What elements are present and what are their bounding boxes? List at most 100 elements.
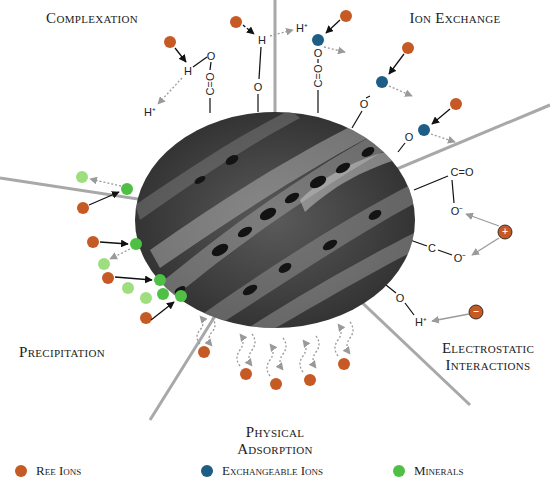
complexation-ions — [158, 16, 293, 104]
binding-arrow — [243, 25, 254, 34]
attraction-arrow — [466, 214, 499, 226]
legend-text: Minerals — [414, 463, 464, 479]
chemical-label: O — [314, 47, 323, 59]
pore — [308, 173, 329, 191]
desorption-arrow — [249, 334, 255, 366]
legend-text: Ree Ions — [36, 463, 81, 479]
bond-line — [317, 90, 318, 113]
binding-arrow — [389, 54, 404, 74]
attraction-arrow — [432, 314, 469, 321]
ree-ion — [498, 225, 512, 239]
legend-text: Exchangeable Ions — [222, 463, 323, 479]
bond-line — [452, 180, 454, 203]
legend-swatch-frame — [392, 464, 406, 478]
chemical-label: O — [405, 131, 414, 143]
release-arrow — [270, 30, 293, 36]
release-arrow — [110, 249, 130, 259]
mineral-released — [122, 282, 134, 294]
release-arrow — [431, 134, 455, 142]
pore-wall — [300, 150, 395, 212]
ree-ion — [402, 42, 414, 54]
release-arrow — [90, 179, 121, 186]
ree-ion — [338, 358, 350, 370]
exchangeable-ion — [376, 76, 388, 88]
bond-line — [414, 176, 448, 190]
binding-arrow — [100, 242, 128, 244]
chemical-label: C — [428, 242, 436, 254]
chemical-label: C=O — [451, 166, 474, 178]
desorption-arrow — [313, 336, 319, 368]
mineral — [121, 183, 133, 195]
pore-wall — [230, 230, 420, 345]
sem-particle — [135, 110, 425, 345]
desorption-arrow — [347, 322, 353, 354]
ree-ion — [198, 346, 210, 358]
ree-ion — [230, 16, 242, 28]
attraction-arrow — [472, 238, 499, 255]
pore — [210, 241, 231, 259]
section-title: Complexation — [22, 10, 162, 27]
pore — [334, 161, 352, 176]
adsorption-arrow — [300, 340, 306, 372]
pore — [258, 205, 279, 223]
bond-line — [209, 98, 210, 113]
pore — [367, 208, 383, 222]
pore-wall — [150, 112, 390, 268]
pore — [241, 283, 259, 298]
binding-arrow — [115, 277, 152, 280]
release-arrow — [389, 86, 412, 96]
adsorption-arrow — [197, 316, 203, 344]
mineral-released — [98, 258, 110, 270]
ree-ion — [102, 272, 114, 284]
release-arrow — [158, 78, 182, 104]
bond-line — [386, 285, 396, 293]
charge-sign: − — [473, 308, 480, 317]
pore — [193, 174, 206, 185]
chemical-label: H — [258, 34, 266, 46]
mineral — [157, 288, 169, 300]
binding-arrow — [89, 192, 119, 205]
chemical-label: C=O — [204, 73, 216, 96]
mineral — [175, 290, 187, 302]
physical-adsorption-ions — [197, 316, 353, 376]
ree-ion — [140, 312, 152, 324]
legend-swatch — [393, 465, 405, 477]
charge-sign: + — [502, 228, 509, 237]
chemical-label: H⁺ — [296, 22, 308, 34]
legend-swatch-frame — [14, 464, 28, 478]
ion-exchange-ions — [312, 10, 462, 142]
pore — [277, 261, 293, 275]
mineral-released — [140, 292, 152, 304]
ree-ion — [87, 236, 99, 248]
adsorption-arrow — [335, 324, 341, 356]
bond-line — [405, 303, 414, 315]
bond-line — [210, 62, 211, 70]
ree-ion — [450, 98, 462, 110]
chemical-label: H — [184, 65, 192, 77]
pore — [224, 153, 240, 167]
legend-swatch — [15, 465, 27, 477]
legend: Ree Ions Exchangeable Ions Minerals — [0, 461, 550, 481]
mineral — [130, 238, 142, 250]
ree-ion — [164, 36, 176, 48]
binding-arrow — [151, 302, 174, 320]
mineral-released — [76, 171, 88, 183]
bond-line — [438, 250, 452, 255]
chemical-label: O — [396, 292, 405, 304]
chemical-label: O — [254, 81, 263, 93]
chemical-label: O⁻ — [454, 252, 467, 264]
adsorption-arrow — [237, 334, 243, 366]
bond-line — [193, 57, 207, 67]
sem-texture — [135, 110, 425, 345]
section-title: Precipitation — [2, 344, 122, 361]
desorption-arrow — [209, 318, 215, 346]
chemical-label: O⁻ — [451, 205, 464, 217]
bond-line — [410, 240, 427, 246]
exchangeable-ion — [418, 124, 430, 136]
ree-ion — [270, 378, 282, 390]
legend-item: Exchangeable Ions — [200, 461, 323, 481]
pore — [360, 145, 376, 159]
ree-ion — [240, 368, 252, 380]
